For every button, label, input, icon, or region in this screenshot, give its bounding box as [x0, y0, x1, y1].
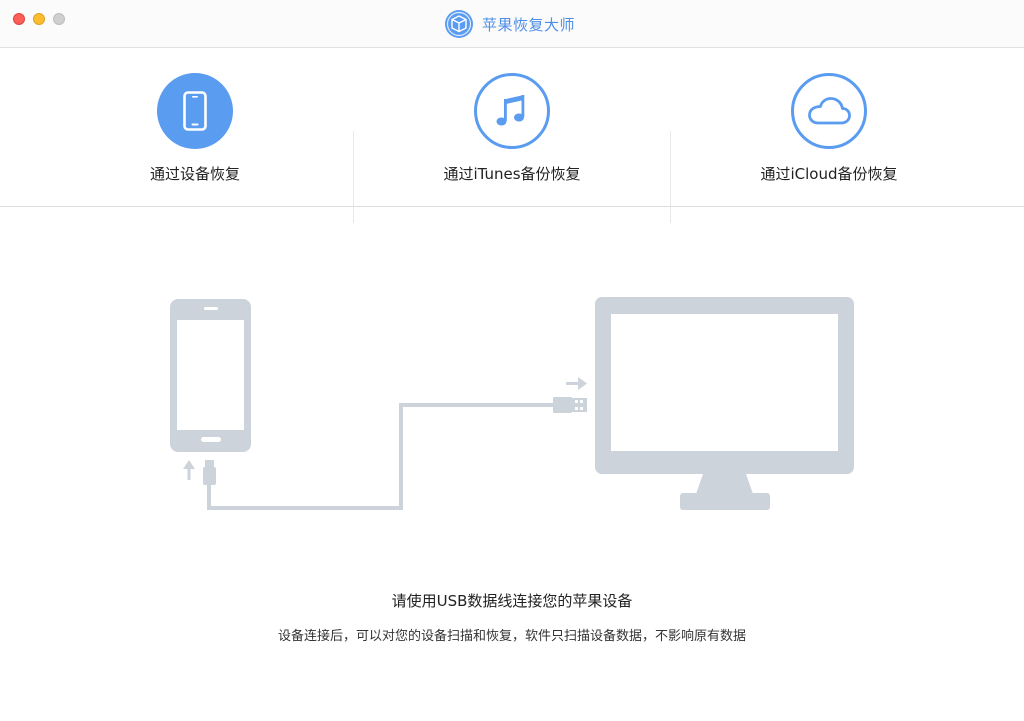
tab-icloud-backup-recovery[interactable]: 通过iCloud备份恢复	[679, 71, 979, 191]
phone-illustration	[170, 299, 251, 452]
usb-a-plug	[553, 397, 587, 413]
recovery-mode-tabs: 通过设备恢复 通过iTunes备份恢复 通过iCloud备份恢复	[0, 49, 1024, 223]
computer-monitor-illustration	[595, 297, 854, 510]
app-title-text: 苹果恢复大师	[482, 15, 576, 34]
tab-device-recovery[interactable]: 通过设备恢复	[45, 71, 345, 191]
tab-icloud-backup-recovery-label[interactable]: 通过iCloud备份恢复	[760, 165, 898, 183]
tab-divider	[353, 131, 354, 223]
music-note-icon	[496, 95, 525, 126]
usb-cable	[207, 403, 555, 510]
connect-instruction-title: 请使用USB数据线连接您的苹果设备	[391, 592, 633, 610]
app-logo-icon	[445, 10, 473, 38]
tab-itunes-icon-circle[interactable]	[474, 73, 550, 149]
minimize-window-button[interactable]	[33, 13, 45, 25]
title-bar: 苹果恢复大师	[0, 0, 1024, 48]
up-arrow-icon	[183, 460, 195, 480]
phone-icon	[183, 91, 207, 131]
tab-divider	[670, 131, 671, 223]
tab-device-recovery-label[interactable]: 通过设备恢复	[149, 165, 240, 183]
close-window-button[interactable]	[13, 13, 25, 25]
right-arrow-icon	[566, 377, 587, 390]
maximize-window-button[interactable]	[53, 13, 65, 25]
cloud-icon	[808, 97, 851, 125]
phone-usb-plug	[203, 460, 216, 485]
connect-instruction-subtitle: 设备连接后，可以对您的设备扫描和恢复，软件只扫描设备数据，不影响原有数据	[277, 629, 746, 644]
usb-connection-illustration	[170, 297, 854, 510]
tab-itunes-backup-recovery-label[interactable]: 通过iTunes备份恢复	[443, 165, 581, 183]
tab-itunes-backup-recovery[interactable]: 通过iTunes备份恢复	[362, 71, 662, 191]
app-title: 苹果恢复大师	[444, 8, 575, 40]
tab-device-recovery-icon-circle[interactable]	[157, 73, 233, 149]
tab-icloud-icon-circle[interactable]	[791, 73, 867, 149]
